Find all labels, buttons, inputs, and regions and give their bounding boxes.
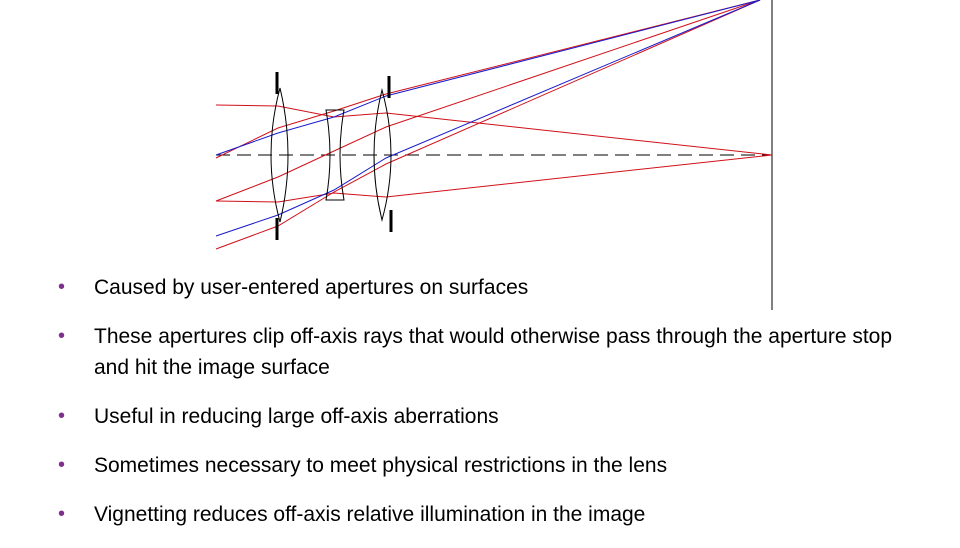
bullet-item: • Sometimes necessary to meet physical r… bbox=[58, 450, 918, 481]
on-axis-rays bbox=[215, 104, 773, 203]
bullet-dot: • bbox=[58, 503, 66, 525]
bullet-text: Vignetting reduces off-axis relative ill… bbox=[94, 503, 646, 526]
first-lens bbox=[270, 87, 289, 223]
bullet-item: • Caused by user-entered apertures on su… bbox=[58, 272, 918, 303]
middle-lens bbox=[325, 109, 345, 201]
bullet-list: • Caused by user-entered apertures on su… bbox=[58, 272, 918, 548]
bullet-text: Useful in reducing large off-axis aberra… bbox=[94, 405, 499, 428]
bullet-item: • Vignetting reduces off-axis relative i… bbox=[58, 499, 918, 530]
bullet-dot: • bbox=[58, 276, 66, 298]
bullet-text: These apertures clip off-axis rays that … bbox=[94, 325, 893, 379]
bullet-text: Sometimes necessary to meet physical res… bbox=[94, 454, 668, 477]
bullet-dot: • bbox=[58, 405, 66, 427]
off-axis-red-rays bbox=[215, 0, 761, 250]
third-lens bbox=[373, 88, 392, 222]
bullet-dot: • bbox=[58, 325, 66, 347]
bullet-text: Caused by user-entered apertures on surf… bbox=[94, 276, 529, 299]
bullet-item: • Useful in reducing large off-axis aber… bbox=[58, 401, 918, 432]
bullet-item: • These apertures clip off-axis rays tha… bbox=[58, 321, 918, 383]
bullet-dot: • bbox=[58, 454, 66, 476]
off-axis-blue-rays bbox=[215, 0, 761, 237]
